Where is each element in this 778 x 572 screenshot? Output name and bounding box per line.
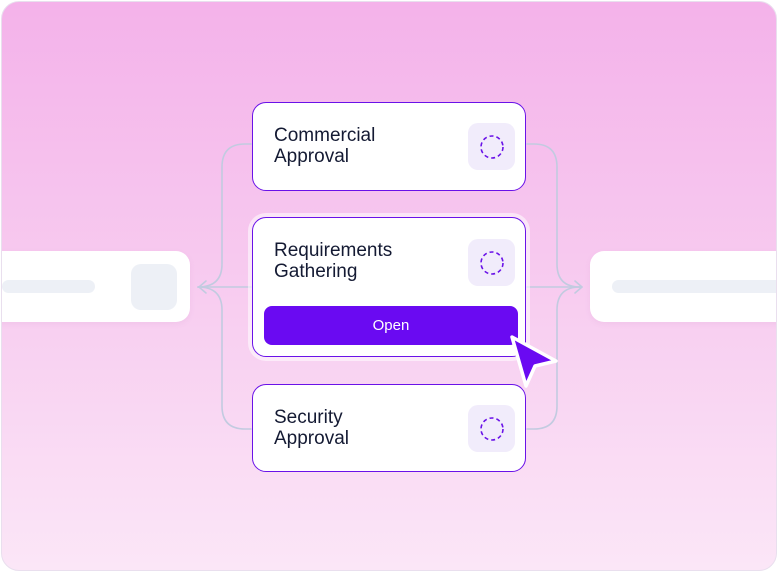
connector-right-bot xyxy=(526,286,581,430)
step-status xyxy=(468,123,515,170)
previous-step-card[interactable] xyxy=(2,251,190,322)
connector-right-top xyxy=(526,143,581,288)
dashed-circle-icon xyxy=(479,250,504,275)
step-status xyxy=(468,239,515,286)
placeholder-text-bar xyxy=(612,280,776,293)
arrowhead-left xyxy=(198,280,207,294)
step-title: Requirements Gathering xyxy=(274,240,393,282)
dashed-circle-icon xyxy=(479,134,504,159)
placeholder-status-box xyxy=(131,264,177,310)
step-status xyxy=(468,405,515,452)
cursor-pointer-icon xyxy=(510,335,558,388)
connector-left-top xyxy=(197,143,252,288)
step-card-requirements-gathering[interactable]: Requirements Gathering Open xyxy=(252,217,526,357)
connector-left-bot xyxy=(197,286,252,430)
step-title: Commercial Approval xyxy=(274,125,376,167)
placeholder-text-bar xyxy=(2,280,95,293)
step-title: Security Approval xyxy=(274,407,349,449)
arrowhead-right xyxy=(574,280,583,294)
open-button[interactable]: Open xyxy=(264,306,518,345)
next-step-card[interactable] xyxy=(590,251,776,322)
dashed-circle-icon xyxy=(479,416,504,441)
step-card-commercial-approval[interactable]: Commercial Approval xyxy=(252,102,526,191)
step-card-security-approval[interactable]: Security Approval xyxy=(252,384,526,472)
